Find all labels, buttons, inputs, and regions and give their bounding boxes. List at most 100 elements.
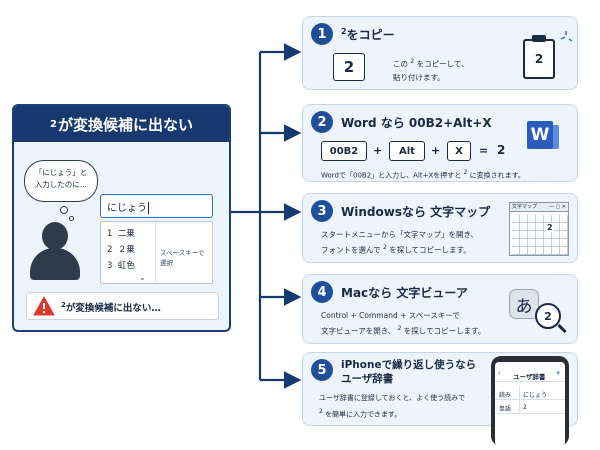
word-icon: W: [527, 121, 553, 149]
candidate-item[interactable]: 1 二乗: [107, 227, 135, 239]
desc-text: に変換されます。: [469, 171, 525, 180]
title-text: が変換候補に出ない: [57, 115, 193, 134]
desc-superscript: 2: [463, 169, 468, 176]
candidate-hint: スペースキーで 選択: [160, 248, 210, 268]
row-label: 読み: [499, 392, 512, 399]
step-title: iPhoneで繰り返し使うなら ユーザ辞書: [341, 358, 476, 386]
title-line-1: iPhoneで繰り返し使うなら: [341, 359, 477, 371]
iphone-mockup: ‹ ユーザ辞書 + 読み にじょう 単語 2: [491, 356, 569, 446]
person-icon-head: [42, 222, 68, 250]
chevron-down-icon[interactable]: ⌄: [139, 273, 146, 282]
charmap-title: 文字マップ: [512, 204, 538, 210]
title-superscript: 2: [341, 27, 347, 36]
step-1-card: 1 2をコピー 2 この 2 をコピーして、 貼り付けます。 2: [302, 16, 578, 90]
bubble-dot: [60, 206, 68, 214]
key-alt[interactable]: Alt: [389, 141, 425, 161]
person-icon-body: [30, 248, 80, 280]
back-icon[interactable]: ‹: [498, 369, 501, 377]
step-description: Wordで「00B2」と入力し、Alt+Xを押すと 2 に変換されます。: [321, 166, 525, 181]
sparkle-icon: [560, 31, 573, 42]
dict-row[interactable]: 読み にじょう: [495, 386, 565, 400]
candidate-number: 3: [107, 261, 113, 271]
desc-text: を探してコピーします。: [403, 326, 486, 336]
step-3-card: 3 Windowsなら 文字マップ スタートメニューから「文字マップ」を開き、 …: [302, 193, 578, 263]
step-number: 3: [311, 200, 333, 222]
add-icon[interactable]: +: [555, 369, 561, 377]
bubble-line-1: 「にじょう」と: [34, 168, 88, 177]
desc-line-1: スタートメニューから「文字マップ」を開き、: [321, 230, 478, 239]
desc-text: を簡単に入力できます。: [325, 410, 402, 419]
plus-sign: +: [431, 144, 441, 157]
warning-box: 2が変換候補に出ない…: [26, 292, 219, 320]
step-title: Macなら 文字ビューア: [341, 286, 468, 300]
candidate-list: 1 二乗 2 ２乗 3 虹色 ⌄ スペースキーで 選択: [100, 221, 213, 284]
desc-superscript: 2: [383, 244, 387, 251]
step-number: 1: [311, 23, 333, 45]
candidate-number: 2: [107, 245, 113, 255]
phone-screen: ‹ ユーザ辞書 + 読み にじょう 単語 2: [495, 362, 565, 446]
candidate-item[interactable]: 2 ２乗: [107, 243, 135, 255]
hint-line-2: 選択: [160, 259, 173, 267]
speech-bubble: 「にじょう」と 入力したのに…: [24, 160, 98, 202]
bubble-line-2: 入力したのに…: [34, 180, 88, 189]
step-description: ユーザ辞書に登録しておくと、よく使う読みで 2 を簡単に入力できます。: [319, 392, 465, 421]
result-char: 2: [497, 143, 506, 157]
character-map-window: 文字マップ — ▢ ✕ 2: [509, 202, 569, 256]
bubble-dot-small: [69, 216, 74, 221]
candidate-divider: [155, 222, 156, 283]
title-text: をコピー: [346, 28, 395, 42]
title-superscript: 2: [50, 118, 57, 130]
step-number: 4: [311, 281, 333, 303]
desc-text: Wordで「00B2」と入力し、Alt+Xを押すと: [321, 171, 462, 180]
warning-icon: [33, 296, 55, 316]
hint-line-1: スペースキーで: [160, 249, 205, 257]
step-description: スタートメニューから「文字マップ」を開き、 フォントを選んで 2 を探してコピー…: [321, 228, 478, 257]
desc-line-2: 貼り付けます。: [393, 72, 445, 82]
step-number: 2: [311, 111, 333, 133]
row-value: 2: [523, 404, 527, 411]
desc-text: この: [393, 59, 408, 69]
magnifier-icon: 2: [535, 303, 561, 329]
desc-text: を探してコピーします。: [389, 245, 471, 255]
superscript-two-key[interactable]: 2: [333, 53, 365, 81]
clipboard-clip: [532, 35, 546, 42]
step-title: Word なら 00B2+Alt+X: [341, 116, 492, 130]
desc-superscript: 2: [319, 408, 323, 415]
equals-sign: =: [479, 144, 489, 157]
desc-superscript: 2: [397, 325, 402, 332]
desc-superscript: 2: [410, 58, 415, 65]
step-description: Control + Command + スペースキーで 文字ビューアを開き、 2…: [321, 309, 485, 338]
clipboard-icon: 2: [523, 39, 555, 79]
key-00b2[interactable]: 00B2: [321, 141, 367, 161]
step-description: この 2 をコピーして、 貼り付けます。: [393, 55, 469, 84]
candidate-text: 虹色: [117, 261, 135, 271]
desc-text: をコピーして、: [416, 59, 469, 69]
charmap-grid: [512, 215, 568, 255]
character-viewer-icon: あ: [509, 289, 539, 319]
desc-text: フォントを選んで: [321, 245, 381, 255]
step-4-card: 4 Macなら 文字ビューア Control + Command + スペースキ…: [302, 274, 578, 344]
step-2-card: 2 Word なら 00B2+Alt+X 00B2 + Alt + X = 2 …: [302, 104, 578, 182]
step-title: Windowsなら 文字マップ: [341, 205, 491, 219]
text-cursor: [148, 202, 149, 214]
charmap-titlebar: 文字マップ — ▢ ✕: [510, 203, 568, 212]
candidate-text: 二乗: [117, 229, 135, 239]
key-x[interactable]: X: [447, 141, 471, 161]
dict-row[interactable]: 単語 2: [495, 400, 565, 414]
step-number: 5: [311, 359, 333, 381]
ime-input-text: にじょう: [107, 203, 147, 214]
title-line-2: ユーザ辞書: [341, 373, 394, 385]
window-controls[interactable]: — ▢ ✕: [548, 204, 566, 210]
warning-text: 2が変換候補に出ない…: [61, 300, 161, 314]
candidate-item[interactable]: 3 虹色: [107, 259, 135, 271]
selected-char[interactable]: 2: [546, 223, 554, 232]
candidate-text: ２乗: [117, 245, 135, 255]
warning-superscript: 2: [61, 300, 66, 309]
phone-title: ユーザ辞書: [513, 373, 546, 381]
magnifier-handle: [557, 323, 567, 334]
ime-input-field[interactable]: にじょう: [100, 194, 213, 218]
row-value: にじょう: [523, 392, 548, 399]
